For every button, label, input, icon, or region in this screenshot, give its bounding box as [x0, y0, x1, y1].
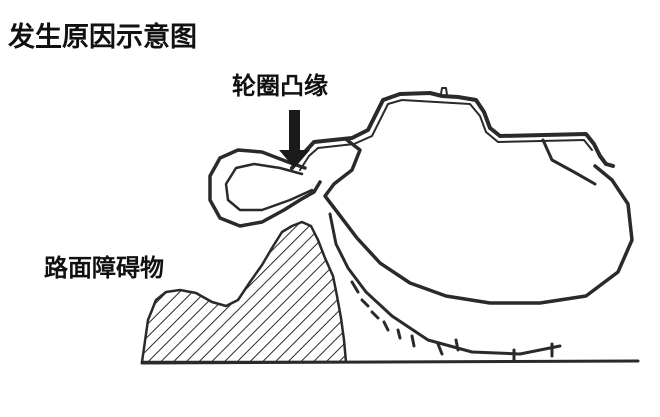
pinched-sidewall-inner — [224, 162, 314, 212]
rim-valve-nub — [440, 87, 448, 96]
down-arrow-icon — [279, 110, 310, 168]
tire-outer-wall — [323, 138, 634, 305]
rim-flange-label: 轮圈凸缘 — [232, 72, 328, 100]
tire-bead-right — [541, 138, 597, 186]
tire-tread-edge — [328, 212, 562, 356]
road-obstacle-label: 路面障碍物 — [44, 254, 164, 282]
tread-lugs — [350, 280, 554, 362]
pinched-sidewall — [208, 148, 322, 228]
road-obstacle — [140, 220, 348, 364]
diagram-title: 发生原因示意图 — [8, 22, 197, 53]
rim-inner-line — [299, 99, 593, 171]
wheel-rim — [290, 91, 615, 170]
